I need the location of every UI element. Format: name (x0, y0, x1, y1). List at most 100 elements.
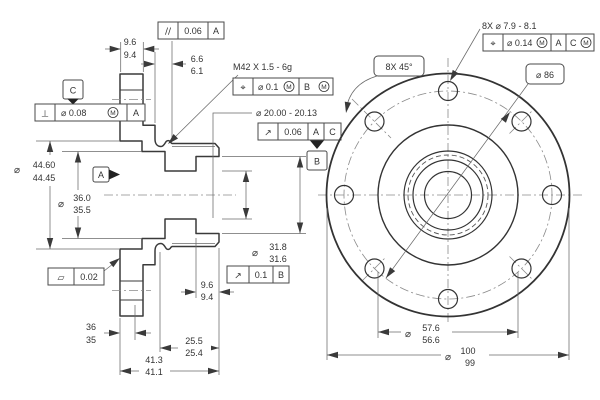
dim-thread-length: 25.5 25.4 (159, 252, 219, 358)
datum-triangle-icon (109, 169, 120, 180)
fcf-position-thread: ⌖ ⌀ 0.1 M B M (232, 77, 334, 96)
fcf-bore-runout: ↗ 0.06 A C (257, 122, 342, 141)
mmc-icon: M (321, 84, 326, 91)
dim-bolt-circle: ⌀ 86 (385, 63, 565, 279)
datum-label: C (70, 86, 77, 96)
fcf-perpendicularity: ⊥ ⌀ 0.08 M A (34, 103, 146, 122)
svg-text:44.45: 44.45 (33, 173, 56, 183)
dim-text: ⌀ 20.00 - 20.13 (256, 108, 317, 118)
dim-spigot-diameter: ⌀ 31.8 31.6 (222, 156, 306, 264)
svg-text:0.06: 0.06 (284, 127, 302, 137)
fcf-parallelism: // 0.06 A (157, 21, 225, 40)
dim-plate-thickness: 9.6 9.4 (105, 37, 159, 72)
dim-counterbore-diameter: ⌀ 36.0 35.5 (58, 151, 142, 239)
dim-spigot-depth: 9.6 9.4 (181, 238, 234, 375)
thread-callout: M42 X 1.5 - 6g (168, 62, 292, 144)
runout-icon: ↗ (264, 129, 272, 139)
svg-text:A: A (313, 127, 319, 137)
svg-text:35.5: 35.5 (73, 205, 91, 215)
diameter-icon: ⌀ (445, 352, 451, 363)
thread-text: M42 X 1.5 - 6g (233, 62, 292, 72)
thread-hidden-circle (407, 154, 489, 236)
dim-bolt-holes: 8X ⌀ 7.9 - 8.1 (450, 21, 536, 81)
position-icon: ⌖ (240, 84, 245, 94)
datum-b-flag: B (306, 140, 328, 171)
svg-text:36.0: 36.0 (73, 193, 91, 203)
dim-counterbore-depth: 36 35 (86, 305, 151, 375)
fcf-flatness: ▱ 0.02 (47, 258, 120, 286)
dim-text: 8X 45° (385, 62, 413, 72)
dim-text: 9.6 (124, 37, 137, 47)
svg-text:36: 36 (86, 322, 96, 332)
dim-overall-length: 41.3 41.1 (120, 355, 219, 378)
parallelism-icon: // (165, 27, 172, 37)
svg-text:31.6: 31.6 (269, 254, 287, 264)
front-view: 8X ⌀ 7.9 - 8.1 ⌖ ⌀ 0.14 M A C M 8X 45° ⌀ (318, 21, 595, 368)
svg-text:25.4: 25.4 (185, 348, 203, 358)
dim-pilot-diameter: ⌀ 44.60 44.45 (14, 140, 119, 250)
svg-text:100: 100 (460, 346, 475, 356)
svg-text:⌀ 0.14: ⌀ 0.14 (507, 38, 532, 48)
dim-text: 9.4 (124, 50, 137, 60)
section-body-upper (119, 73, 220, 172)
svg-text:99: 99 (465, 358, 475, 368)
section-body-lower (119, 218, 220, 317)
fcf-position-bolt-holes: ⌖ ⌀ 0.14 M A C M (482, 33, 595, 52)
dim-flange-diameter: ⌀ 100 99 (326, 208, 570, 368)
dim-text: 6.6 (191, 54, 204, 64)
diameter-icon: ⌀ (58, 199, 64, 210)
dim-hub-diameter: ⌀ 57.6 56.6 (377, 272, 519, 345)
datum-label: A (98, 170, 104, 180)
svg-text:9.4: 9.4 (201, 292, 214, 302)
bolt-circle (343, 90, 553, 300)
svg-text:B: B (278, 270, 284, 280)
svg-text:C: C (329, 127, 336, 137)
dim-collar-length: 6.6 6.1 (141, 41, 203, 138)
perpendicularity-icon: ⊥ (41, 110, 49, 120)
svg-text:B: B (304, 82, 310, 92)
fcf-spigot-runout: ↗ 0.1 B (226, 265, 290, 284)
section-view: 9.6 9.4 6.6 6.1 // 0.06 A M42 X 1.5 - 6g (14, 21, 342, 378)
svg-text:41.3: 41.3 (145, 355, 163, 365)
mmc-icon: M (286, 84, 291, 91)
spigot-circle (412, 159, 484, 231)
position-icon: ⌖ (490, 40, 495, 50)
datum-triangle-icon (310, 140, 324, 149)
svg-text:35: 35 (86, 335, 96, 345)
flange-outline-circle (325, 72, 571, 318)
datum-a-flag: A (92, 166, 120, 183)
diameter-icon: ⌀ (14, 165, 20, 176)
datum-c-flag: C (62, 79, 84, 105)
mmc-icon: M (110, 110, 115, 117)
svg-text:A: A (133, 108, 139, 118)
svg-text:25.5: 25.5 (185, 336, 203, 346)
svg-text:9.6: 9.6 (201, 280, 214, 290)
svg-text:56.6: 56.6 (422, 335, 440, 345)
svg-text:31.8: 31.8 (269, 242, 287, 252)
bolt-holes (333, 80, 563, 310)
dim-text: 6.1 (191, 66, 204, 76)
diameter-icon: ⌀ (252, 248, 258, 259)
dim-bore-vertical (222, 170, 252, 220)
svg-text:⌀ 0.08: ⌀ 0.08 (61, 108, 86, 118)
svg-text:57.6: 57.6 (422, 323, 440, 333)
datum-triangle-icon (67, 98, 79, 105)
svg-text:0.1: 0.1 (255, 270, 268, 280)
svg-text:A: A (555, 38, 561, 48)
svg-text:C: C (570, 38, 577, 48)
svg-text:0.06: 0.06 (184, 26, 202, 36)
svg-text:44.60: 44.60 (33, 160, 56, 170)
dim-bore: ⌀ 20.00 - 20.13 (212, 108, 317, 218)
counterbore-circle (403, 150, 493, 240)
mmc-icon: M (583, 40, 588, 47)
mmc-icon: M (539, 40, 544, 47)
svg-text:⌀ 0.1: ⌀ 0.1 (258, 82, 278, 92)
svg-text:0.02: 0.02 (80, 272, 98, 282)
diameter-icon: ⌀ (405, 329, 411, 340)
svg-text:A: A (213, 26, 219, 36)
dim-text: ⌀ 86 (536, 70, 554, 80)
runout-icon: ↗ (234, 272, 242, 282)
dim-hole-angle: 8X 45° (344, 55, 425, 113)
svg-text:41.1: 41.1 (145, 367, 163, 377)
